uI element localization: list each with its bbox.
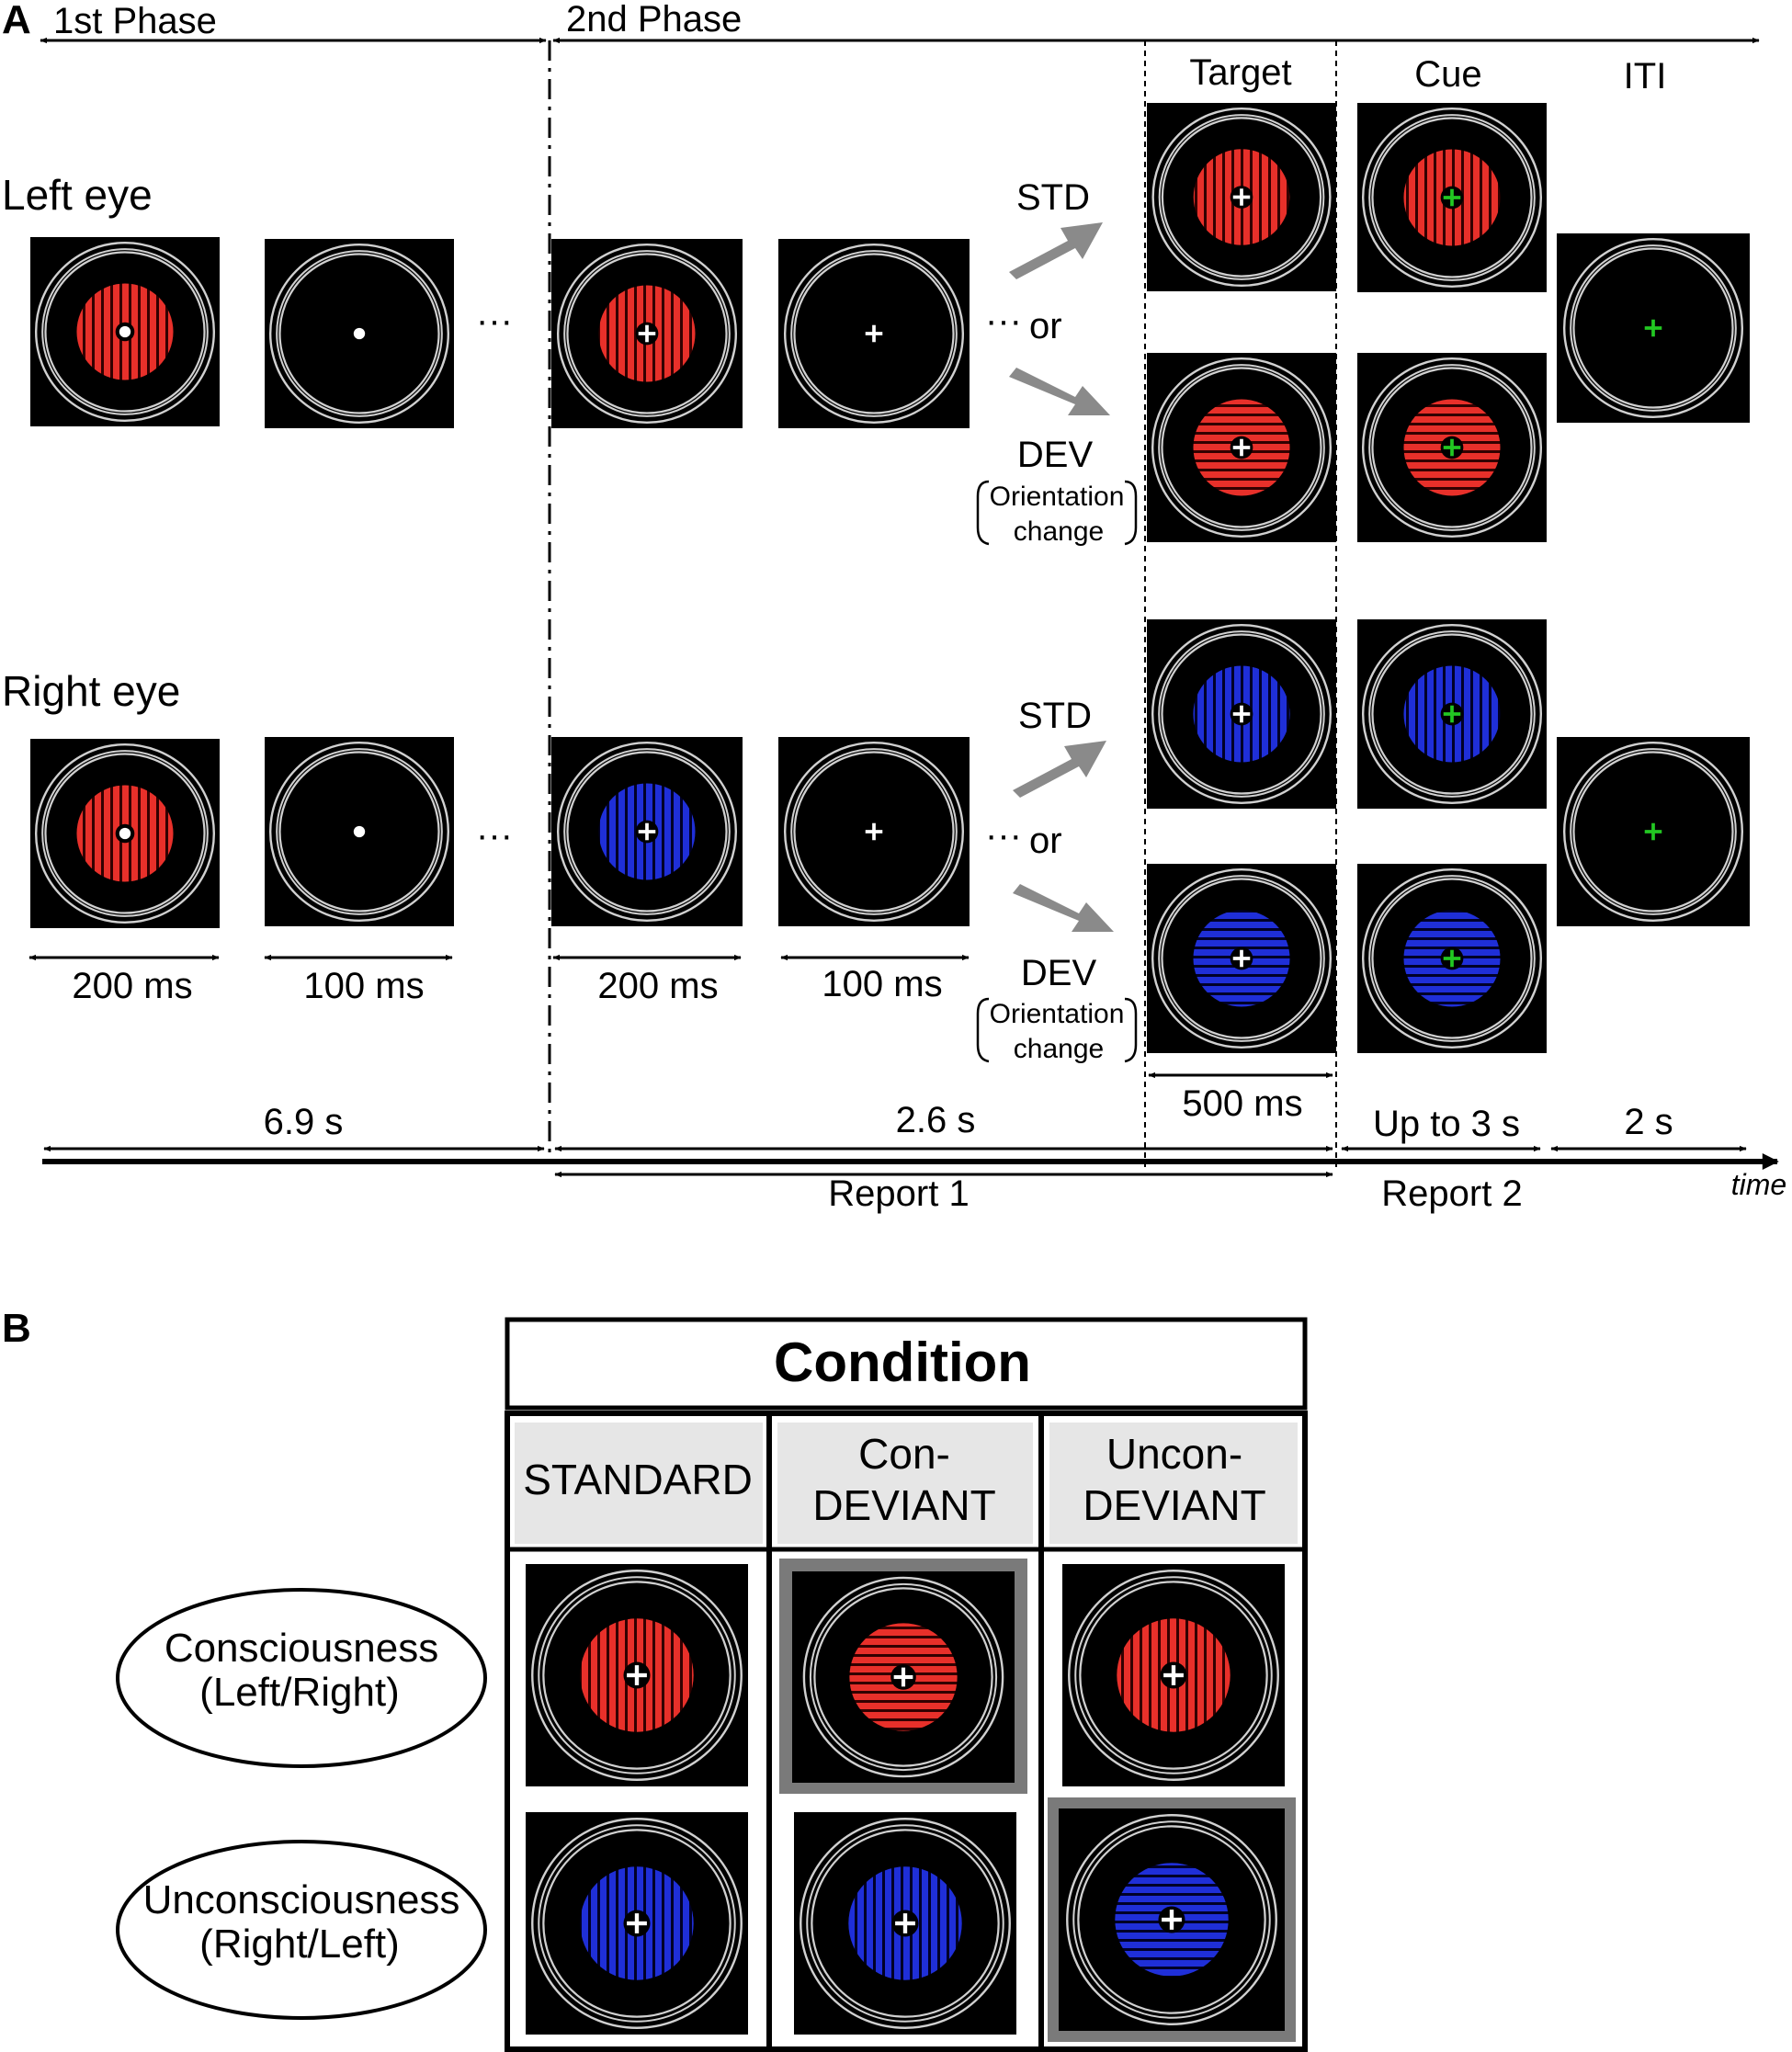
right-eye-target-dev bbox=[1147, 864, 1336, 1053]
header-con-deviant bbox=[777, 1423, 1033, 1544]
row1-line1: Consciousness bbox=[164, 1626, 438, 1671]
right-eye-phase2-grating bbox=[551, 737, 743, 926]
right-eye-phase1-blank bbox=[265, 737, 454, 926]
panel-b-letter: B bbox=[2, 1306, 31, 1351]
timeline bbox=[42, 1145, 1779, 1178]
dur-200-phase2: 200 ms bbox=[597, 966, 718, 1006]
dur-100-phase1: 100 ms bbox=[303, 966, 424, 1006]
left-eye-phase2-grating bbox=[551, 239, 743, 428]
panel-a-letter: A bbox=[2, 0, 31, 42]
row2-line1: Unconsciousness bbox=[143, 1877, 460, 1922]
orientation-line2-left: change bbox=[1014, 516, 1104, 547]
dev-arrow-left bbox=[1009, 368, 1110, 415]
col-target-label: Target bbox=[1189, 52, 1291, 93]
fixation-dot bbox=[119, 827, 131, 840]
ellipsis-left-2: ··· bbox=[985, 300, 1022, 341]
fixation-dot bbox=[119, 325, 131, 338]
dev-arrow-right bbox=[1013, 884, 1114, 932]
std-label-left: STD bbox=[1016, 177, 1090, 218]
left-eye-target-std bbox=[1147, 103, 1336, 291]
con-deviant-conscious-stim bbox=[792, 1571, 1015, 1783]
right-eye-label: Right eye bbox=[2, 667, 180, 715]
left-eye-target-dev bbox=[1147, 353, 1336, 542]
stimuli-panel-a bbox=[30, 103, 1750, 1053]
dur-2s: 2 s bbox=[1624, 1102, 1673, 1142]
header-standard bbox=[515, 1423, 763, 1544]
right-eye-target-std bbox=[1147, 619, 1336, 809]
branch-arrows bbox=[1009, 222, 1114, 932]
row-unconsciousness-oval bbox=[116, 1840, 487, 2020]
header-uncon-line2: DEVIANT bbox=[1083, 1481, 1265, 1529]
or-label-left: or bbox=[1029, 306, 1062, 346]
standard-conscious-stim bbox=[526, 1564, 748, 1786]
left-eye-phase1-blank bbox=[265, 239, 454, 428]
report2-label: Report 2 bbox=[1381, 1173, 1522, 1214]
orientation-line2-right: change bbox=[1014, 1034, 1104, 1064]
panel-b: B Condition STANDARD Con- DEVIANT Uncon-… bbox=[2, 1306, 1308, 2052]
ellipsis-right-2: ··· bbox=[985, 815, 1022, 856]
header-con-line1: Con- bbox=[858, 1430, 950, 1478]
ellipsis-right-1: ··· bbox=[476, 815, 513, 856]
dur-up-to-3s: Up to 3 s bbox=[1373, 1104, 1520, 1144]
condition-title: Condition bbox=[774, 1332, 1031, 1393]
left-eye-cue-std bbox=[1357, 103, 1547, 292]
or-label-right: or bbox=[1029, 821, 1062, 861]
left-eye-phase1-grating bbox=[30, 237, 220, 426]
orientation-note-left: Orientation change bbox=[976, 480, 1138, 547]
stimuli-panel-b bbox=[526, 1564, 1285, 2035]
std-arrow-left bbox=[1009, 222, 1103, 279]
dur-500: 500 ms bbox=[1182, 1083, 1302, 1124]
condition-title-box bbox=[505, 1317, 1308, 1411]
fixation-dot bbox=[353, 327, 366, 340]
header-standard-label: STANDARD bbox=[523, 1456, 753, 1503]
dur-2-6s: 2.6 s bbox=[896, 1100, 976, 1140]
dur-100-phase2: 100 ms bbox=[822, 964, 942, 1004]
col-iti-label: ITI bbox=[1624, 56, 1667, 96]
standard-unconscious-stim bbox=[526, 1812, 748, 2035]
header-con-line2: DEVIANT bbox=[812, 1481, 995, 1529]
dev-label-left: DEV bbox=[1017, 435, 1094, 475]
phase2-label: 2nd Phase bbox=[566, 0, 742, 40]
right-eye-cue-dev bbox=[1357, 864, 1547, 1053]
uncon-deviant-conscious-stim bbox=[1062, 1564, 1285, 1786]
left-eye-label: Left eye bbox=[2, 171, 153, 219]
time-label: time bbox=[1731, 1168, 1786, 1201]
left-eye-iti bbox=[1557, 233, 1750, 423]
right-eye-cue-std bbox=[1357, 619, 1547, 809]
std-label-right: STD bbox=[1018, 696, 1092, 736]
phase1-label: 1st Phase bbox=[53, 1, 217, 41]
ellipsis-left-1: ··· bbox=[476, 300, 513, 341]
uncon-deviant-unconscious-stim bbox=[1059, 1808, 1285, 2031]
orientation-line1-right: Orientation bbox=[990, 999, 1125, 1029]
col-cue-label: Cue bbox=[1414, 54, 1481, 95]
row2-line2: (Right/Left) bbox=[199, 1922, 400, 1967]
duration-arrows bbox=[28, 954, 1333, 1079]
row-consciousness-oval bbox=[116, 1588, 487, 1768]
row1-line2: (Left/Right) bbox=[199, 1670, 400, 1715]
header-uncon-line1: Uncon- bbox=[1106, 1430, 1242, 1478]
orientation-note-right: Orientation change bbox=[976, 997, 1138, 1064]
left-eye-cue-dev bbox=[1357, 353, 1547, 542]
dev-label-right: DEV bbox=[1021, 953, 1097, 993]
report1-label: Report 1 bbox=[828, 1173, 969, 1214]
header-uncon-deviant bbox=[1049, 1423, 1298, 1544]
panel-a: A 1st Phase 2nd Phase Target Cue ITI Lef… bbox=[2, 0, 1786, 1214]
dur-200-phase1: 200 ms bbox=[72, 966, 192, 1006]
std-arrow-right bbox=[1013, 741, 1106, 798]
left-eye-phase2-blank bbox=[778, 239, 970, 428]
con-deviant-unconscious-stim bbox=[794, 1812, 1016, 2035]
fixation-dot bbox=[353, 825, 366, 838]
right-eye-iti bbox=[1557, 737, 1750, 926]
dur-6-9s: 6.9 s bbox=[264, 1102, 344, 1142]
orientation-line1-left: Orientation bbox=[990, 482, 1125, 512]
right-eye-phase2-blank bbox=[778, 737, 970, 926]
right-eye-phase1-grating bbox=[30, 739, 220, 928]
